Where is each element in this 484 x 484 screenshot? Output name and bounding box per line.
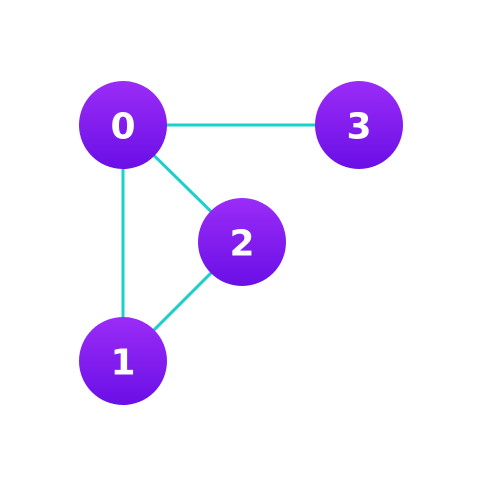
node-circle-3 [315, 81, 403, 169]
node-label-0: 0 [110, 107, 135, 148]
node-3: 3 [315, 81, 403, 169]
node-circle-1 [79, 317, 167, 405]
nodes-layer: 0 1 2 3 [79, 81, 403, 405]
node-circle-0 [79, 81, 167, 169]
node-label-3: 3 [346, 107, 371, 148]
node-2: 2 [198, 198, 286, 286]
node-label-1: 1 [110, 343, 135, 384]
node-0: 0 [79, 81, 167, 169]
node-label-2: 2 [229, 224, 254, 265]
node-1: 1 [79, 317, 167, 405]
node-circle-2 [198, 198, 286, 286]
